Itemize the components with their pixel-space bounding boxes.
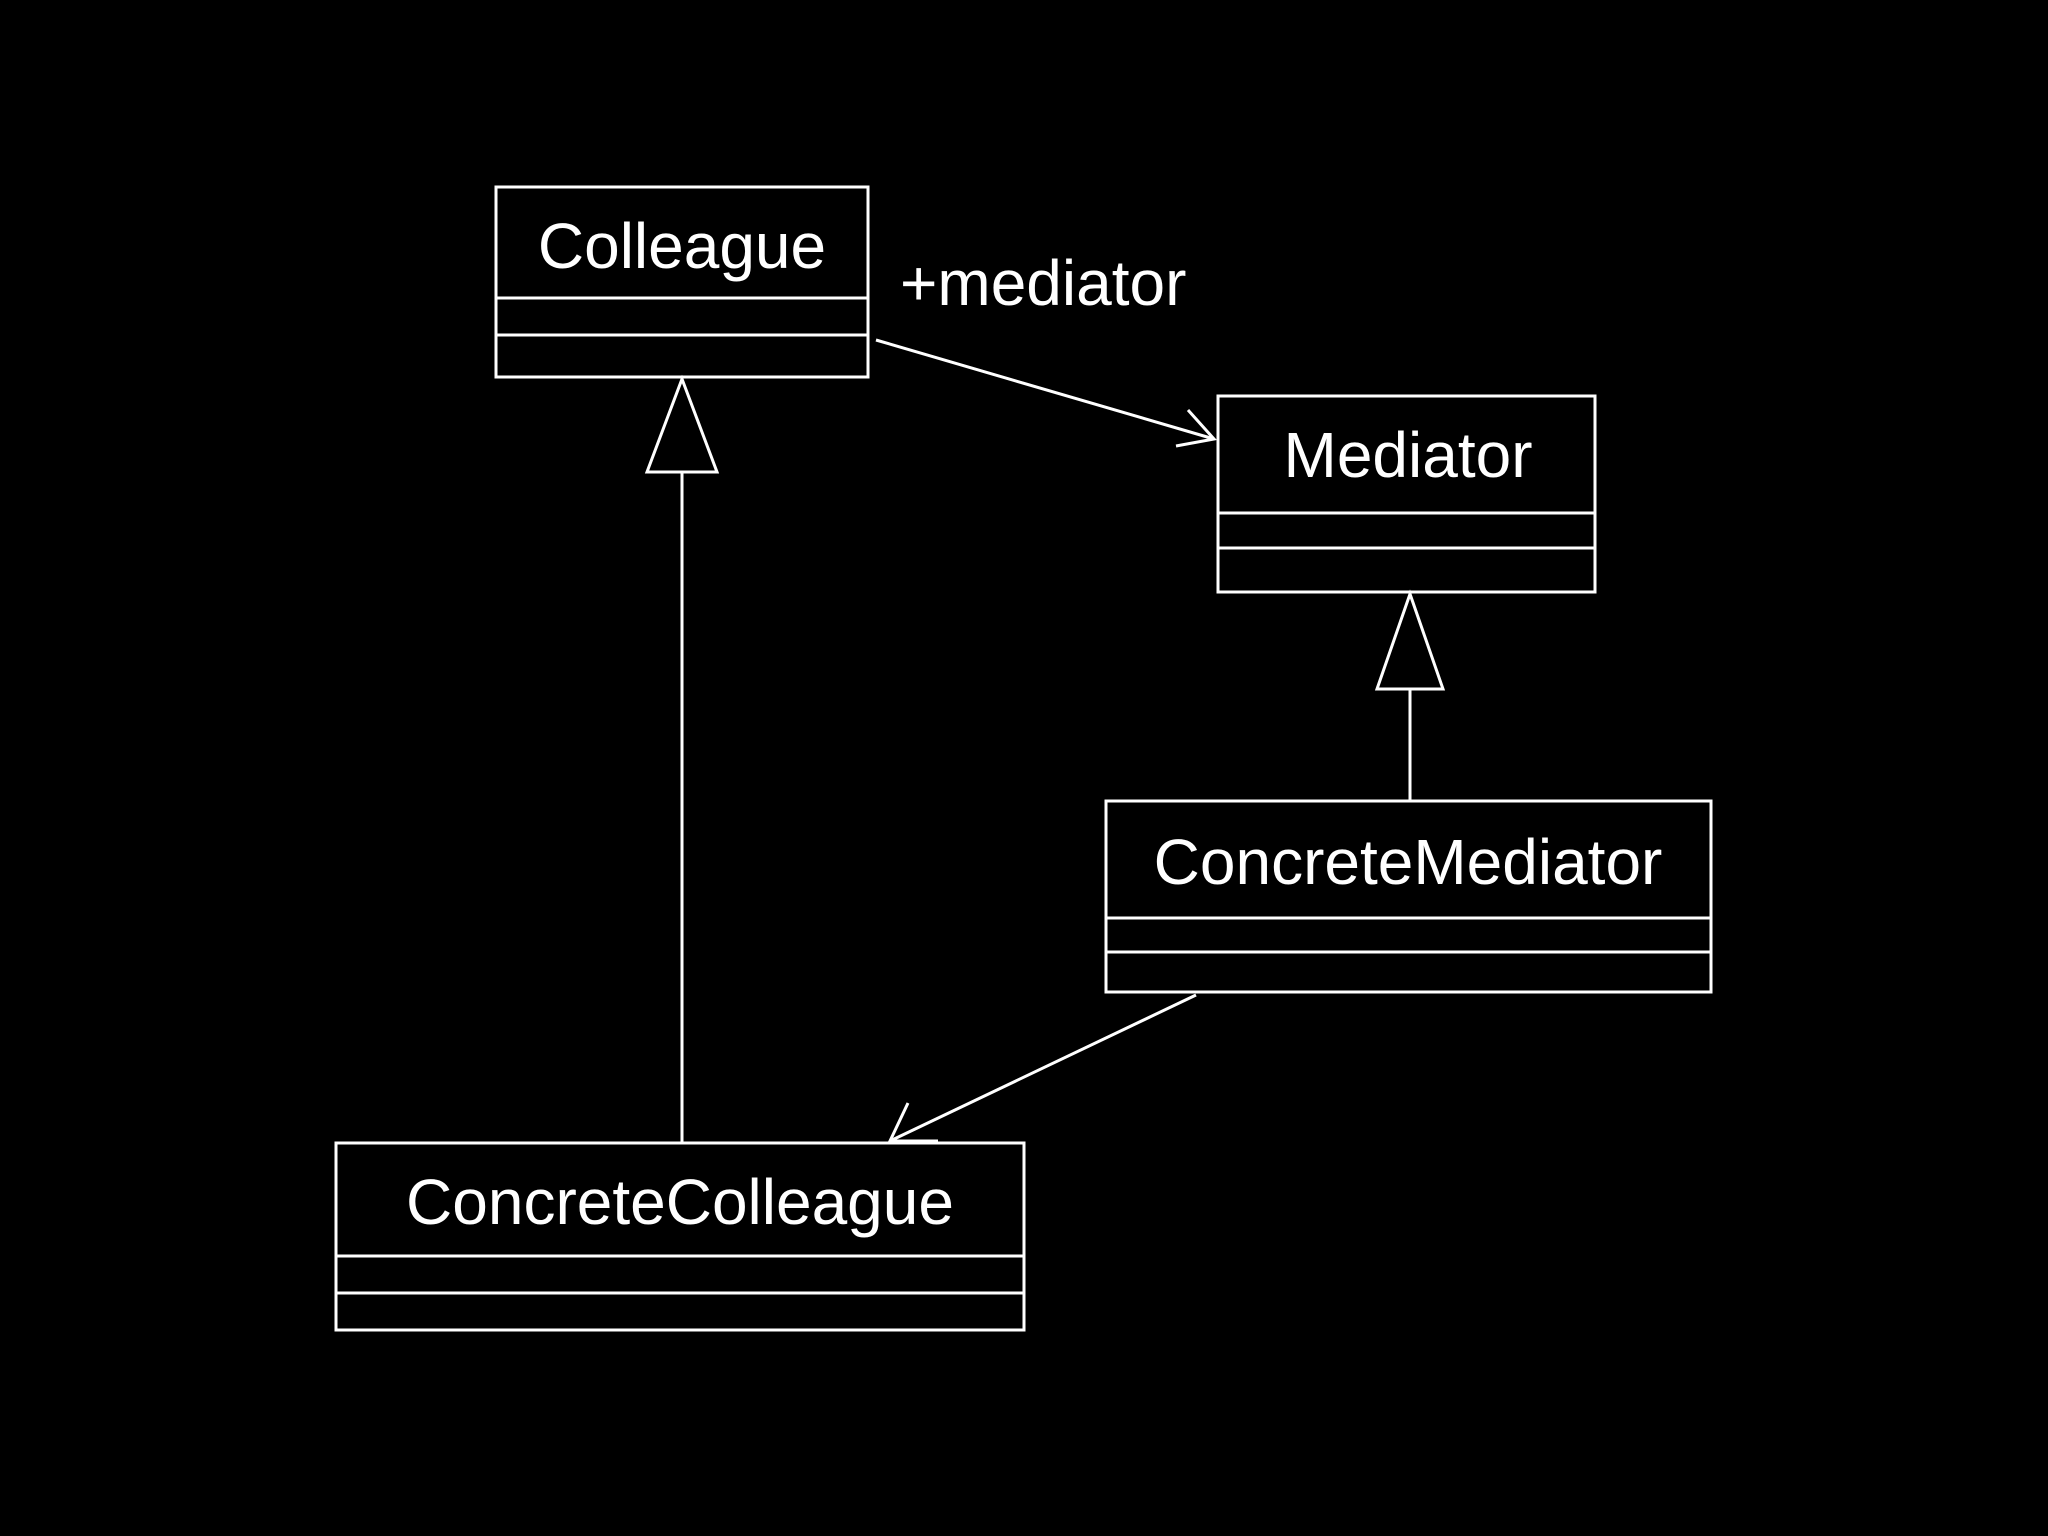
generalization-triangle-icon [644,374,720,474]
association-colleague-to-mediator-line [875,338,1215,441]
class-concrete-mediator[interactable]: ConcreteMediator [1104,799,1713,994]
generalization-concrete-mediator-to-mediator[interactable] [1374,589,1446,801]
association-concrete-mediator-to-concrete-colleague-line [889,993,1197,1143]
class-colleague-name: Colleague [538,210,826,282]
association-colleague-to-mediator[interactable]: +mediator [875,247,1217,448]
class-mediator-name: Mediator [1284,419,1533,491]
association-concrete-mediator-to-concrete-colleague[interactable] [887,993,1197,1143]
class-colleague[interactable]: Colleague [494,185,870,379]
generalization-concrete-colleague-to-colleague[interactable] [644,374,720,1143]
class-concrete-colleague-name: ConcreteColleague [406,1166,954,1238]
association-concrete-mediator-to-concrete-colleague-arrowhead [887,1102,938,1143]
association-colleague-to-mediator-arrowhead [1175,408,1217,448]
class-mediator-box [1216,394,1597,594]
generalization-triangle-icon [1374,589,1446,691]
class-concrete-colleague-box [334,1141,1026,1332]
class-concrete-colleague[interactable]: ConcreteColleague [334,1141,1026,1332]
association-role-label: +mediator [900,247,1186,319]
class-mediator[interactable]: Mediator [1216,394,1597,594]
class-concrete-mediator-name: ConcreteMediator [1154,826,1663,898]
